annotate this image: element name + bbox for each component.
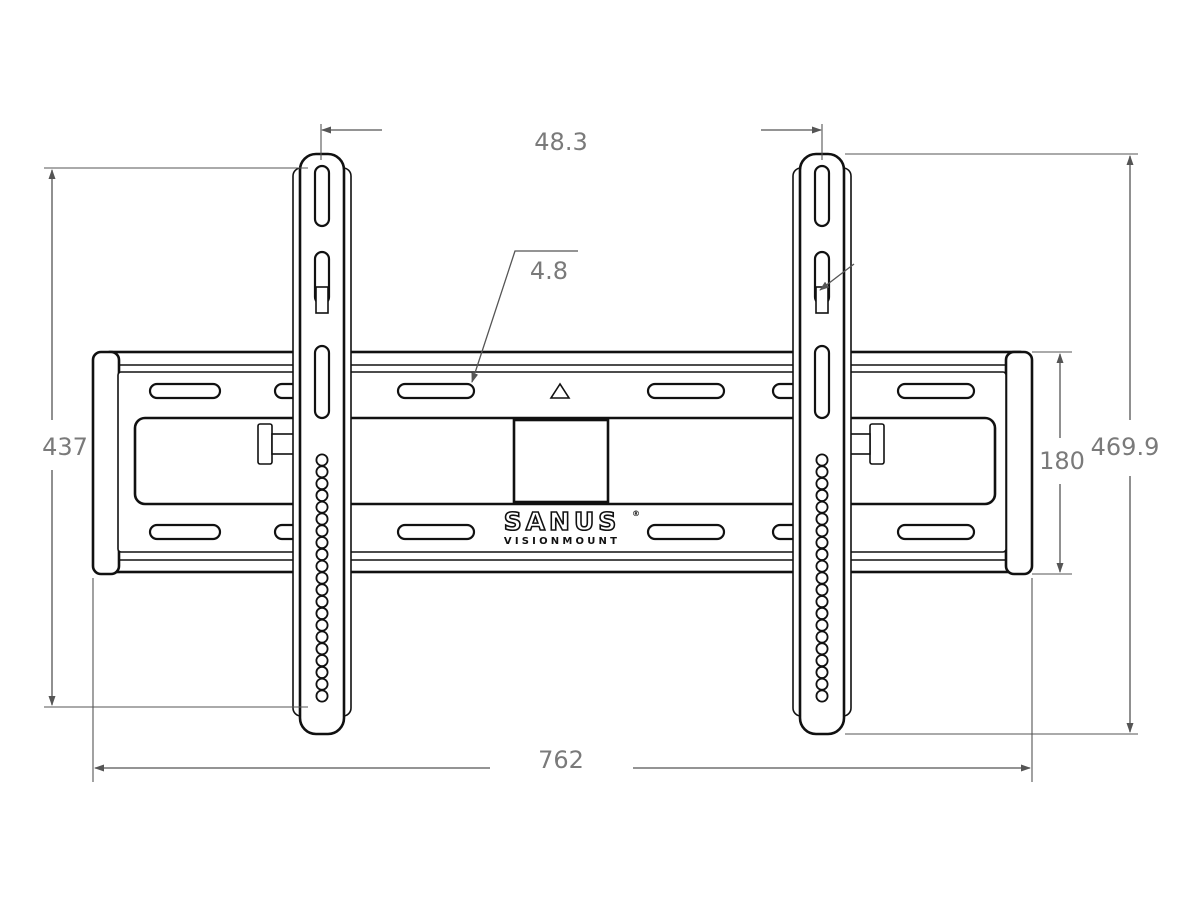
wall-plate: SANUS ® VISIONMOUNT: [91, 350, 1034, 576]
arm-hole: [815, 665, 829, 679]
dimension-overall-height-right: 469.9: [845, 153, 1160, 735]
dimension-label: 4.8: [530, 257, 568, 285]
slot: [646, 382, 726, 400]
arm-hole: [315, 665, 329, 679]
slot: [646, 523, 726, 541]
arm-hole: [815, 642, 829, 656]
dimension-label: 180: [1039, 447, 1085, 475]
up-arrow-icon: [549, 382, 571, 399]
arm-hole: [815, 654, 829, 668]
arm-slot: [313, 164, 331, 228]
arm-hole: [315, 689, 329, 703]
left-tilt-knob: [257, 423, 295, 465]
arm-hole: [815, 524, 829, 538]
right-tilt-knob: [849, 423, 885, 465]
arm-hole: [315, 500, 329, 514]
arm-hole: [815, 689, 829, 703]
arm-hole: [815, 583, 829, 597]
slot: [896, 382, 976, 400]
dimension-label: 48.3: [534, 128, 587, 156]
arm-hole: [315, 465, 329, 479]
arm-hole: [815, 630, 829, 644]
dimension-bracket-offset: 48.3: [320, 124, 823, 160]
arm-hole: [315, 488, 329, 502]
arm-hole: [315, 606, 329, 620]
right-tv-arm: [792, 152, 852, 736]
arm-hole: [315, 642, 329, 656]
slot: [148, 523, 222, 541]
arm-hole: [815, 606, 829, 620]
left-end-cap: [91, 350, 121, 576]
center-block: [512, 418, 610, 504]
arm-hole: [815, 536, 829, 550]
arm-lock: [815, 286, 829, 314]
arm-lock: [315, 286, 329, 314]
arm-hole: [815, 677, 829, 691]
arm-body: [298, 152, 346, 736]
arm-hole: [815, 595, 829, 609]
arm-hole: [815, 500, 829, 514]
arm-hole: [315, 477, 329, 491]
svg-text:SANUS: SANUS: [504, 507, 621, 536]
slot: [396, 382, 476, 400]
dimension-overall-width: 762: [92, 578, 1033, 782]
arm-hole: [815, 559, 829, 573]
arm-hole: [815, 512, 829, 526]
arm-hole: [815, 453, 829, 467]
arm-hole: [315, 559, 329, 573]
dimension-plate-thickness: 4.8: [471, 250, 855, 383]
slot: [148, 382, 222, 400]
dimension-plate-height: 180: [1032, 351, 1085, 575]
arm-hole: [315, 583, 329, 597]
slot: [396, 523, 476, 541]
arm-hole: [315, 654, 329, 668]
right-end-cap: [1004, 350, 1034, 576]
arm-hole: [815, 618, 829, 632]
sanus-logo: SANUS ® VISIONMOUNT: [503, 506, 640, 547]
arm-hole: [315, 536, 329, 550]
dimension-label: 469.9: [1091, 433, 1160, 461]
arm-slot: [813, 344, 831, 420]
svg-text:VISIONMOUNT: VISIONMOUNT: [504, 536, 620, 547]
left-tv-arm: [292, 152, 352, 736]
slot: [896, 523, 976, 541]
arm-hole: [315, 512, 329, 526]
arm-hole: [315, 630, 329, 644]
arm-hole: [815, 465, 829, 479]
arm-hole: [815, 488, 829, 502]
arm-hole: [815, 571, 829, 585]
arm-hole: [315, 547, 329, 561]
arm-hole: [315, 453, 329, 467]
arm-hole: [315, 677, 329, 691]
svg-text:®: ®: [632, 509, 640, 518]
arm-hole: [315, 595, 329, 609]
dimension-overall-height-left: 437: [42, 167, 308, 708]
arm-slot: [813, 164, 831, 228]
arm-slot: [313, 344, 331, 420]
arm-hole: [315, 571, 329, 585]
arm-hole: [315, 618, 329, 632]
dimension-label: 437: [42, 433, 88, 461]
dimension-label: 762: [538, 746, 584, 774]
arm-hole: [815, 547, 829, 561]
arm-hole: [815, 477, 829, 491]
arm-hole: [315, 524, 329, 538]
